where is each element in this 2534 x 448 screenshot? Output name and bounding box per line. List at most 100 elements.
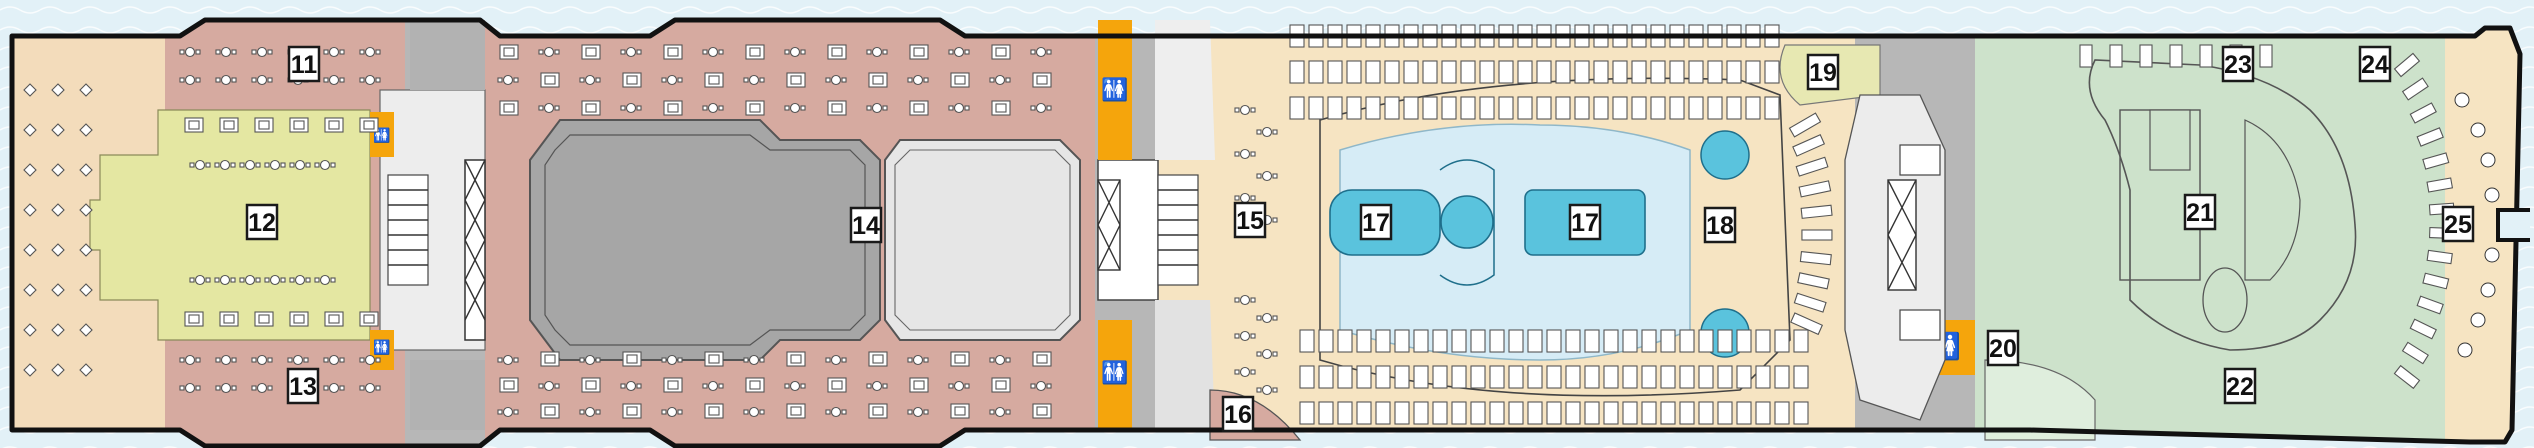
sun-lounger — [1593, 96, 1609, 120]
dining-table — [538, 46, 560, 58]
dining-table — [215, 354, 237, 366]
sun-lounger — [1755, 329, 1771, 353]
sun-lounger — [2416, 127, 2444, 147]
booth-table — [324, 117, 344, 133]
dining-table — [264, 274, 286, 286]
dining-table — [359, 74, 381, 86]
sun-lounger — [1413, 401, 1429, 425]
sun-lounger — [1593, 60, 1609, 84]
sun-lounger — [1356, 401, 1372, 425]
sun-lounger — [2426, 177, 2454, 193]
sun-lounger — [1508, 401, 1524, 425]
sun-lounger — [1346, 60, 1362, 84]
lounge-table — [23, 243, 37, 257]
dining-table — [239, 159, 261, 171]
restroom-icon: 🚻 — [373, 339, 390, 356]
sun-lounger — [1337, 401, 1353, 425]
booth-table — [704, 351, 724, 367]
lounge-table — [23, 283, 37, 297]
sun-lounger — [1574, 96, 1590, 120]
sun-lounger — [2409, 318, 2437, 340]
sun-lounger — [1527, 329, 1543, 353]
sun-lounger — [2401, 77, 2429, 101]
lounge-table — [79, 243, 93, 257]
buffet-station-aft-inner — [894, 149, 1071, 331]
area-number: 25 — [2444, 211, 2472, 239]
lounge-table — [51, 203, 65, 217]
dining-table — [825, 406, 847, 418]
area-number: 21 — [2186, 199, 2214, 227]
sun-lounger — [1375, 401, 1391, 425]
sun-lounger — [1546, 329, 1562, 353]
dining-table — [251, 382, 273, 394]
booth-table — [827, 100, 847, 116]
sun-lounger — [1631, 60, 1647, 84]
elevator-block-left-top — [410, 20, 485, 90]
area-number: 11 — [291, 51, 318, 79]
dining-table — [189, 274, 211, 286]
sun-lounger — [1308, 96, 1324, 120]
dining-table — [1256, 170, 1278, 182]
dining-table — [989, 74, 1011, 86]
area-number: 20 — [1989, 335, 2017, 363]
sun-lounger — [1707, 96, 1723, 120]
dining-table — [1030, 380, 1052, 392]
lounge-table — [23, 163, 37, 177]
lounge-table — [79, 83, 93, 97]
booth-table — [324, 311, 344, 327]
lounge-table — [23, 123, 37, 137]
sun-lounger — [1793, 365, 1809, 389]
sun-lounger — [1799, 250, 1832, 266]
amenity-marker-bottom — [1098, 320, 1132, 430]
sun-lounger — [1565, 401, 1581, 425]
dining-table — [579, 406, 601, 418]
sun-lounger — [1622, 401, 1638, 425]
dining-table — [948, 46, 970, 58]
dining-table — [825, 74, 847, 86]
dining-table — [1256, 312, 1278, 324]
dining-table — [264, 159, 286, 171]
dining-table — [1234, 330, 1256, 342]
dining-table — [866, 380, 888, 392]
dining-table — [214, 274, 236, 286]
sun-lounger — [1698, 365, 1714, 389]
stern-notch — [2496, 208, 2530, 242]
dining-table — [497, 354, 519, 366]
dining-table — [497, 406, 519, 418]
sun-lounger — [2422, 272, 2450, 290]
sun-lounger — [1375, 365, 1391, 389]
area-25-label: 25 — [2441, 205, 2475, 243]
sun-lounger — [1489, 329, 1505, 353]
booth-table — [950, 403, 970, 419]
dining-table — [251, 74, 273, 86]
buffet-station-aft — [884, 139, 1081, 341]
dining-table — [214, 159, 236, 171]
dining-table — [620, 46, 642, 58]
booth-table — [786, 72, 806, 88]
sun-lounger — [1536, 60, 1552, 84]
dining-table — [579, 74, 601, 86]
dining-table — [323, 382, 345, 394]
lounge-table — [23, 363, 37, 377]
sun-lounger — [2422, 152, 2450, 170]
sun-lounger — [1801, 229, 1833, 241]
dining-table — [825, 354, 847, 366]
area-23-label: 23 — [2221, 45, 2255, 83]
booth-table — [991, 44, 1011, 60]
sun-lounger — [1546, 401, 1562, 425]
pool-deck-outline — [1319, 77, 1791, 397]
sun-lounger — [1584, 365, 1600, 389]
booth-table — [622, 351, 642, 367]
dining-table — [538, 102, 560, 114]
sun-lounger — [1660, 329, 1676, 353]
sun-lounger — [1517, 60, 1533, 84]
dining-table — [620, 102, 642, 114]
sun-lounger — [1660, 365, 1676, 389]
dining-table — [179, 74, 201, 86]
sun-lounger — [1798, 180, 1832, 198]
dining-table — [702, 102, 724, 114]
aft-deck-feature-outline — [2088, 59, 2357, 351]
sun-lounger — [1669, 96, 1685, 120]
booth-table — [786, 403, 806, 419]
dining-table — [1234, 366, 1256, 378]
